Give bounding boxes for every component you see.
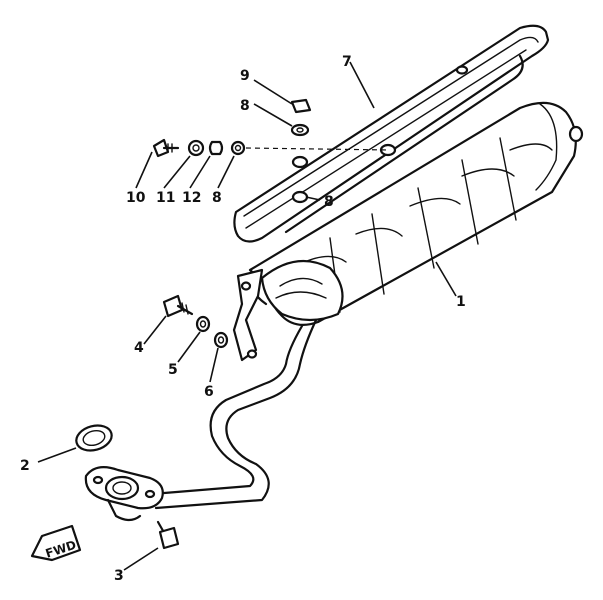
gasket — [75, 424, 113, 452]
exhaust-flange — [84, 465, 164, 522]
callout-12: 12 — [182, 190, 201, 206]
callout-1: 1 — [456, 294, 466, 310]
callout-3: 3 — [114, 568, 124, 584]
callout-8-row: 8 — [212, 190, 222, 206]
forward-arrow-icon: FWD — [30, 524, 82, 562]
washer-8-left — [230, 140, 246, 156]
collar-12 — [208, 140, 224, 156]
washer-11 — [187, 139, 205, 157]
callout-10: 10 — [126, 190, 146, 206]
callout-4: 4 — [134, 340, 144, 356]
mounting-bracket — [232, 268, 264, 362]
bolt-3 — [156, 520, 180, 550]
heat-protector — [233, 24, 550, 243]
washer-8-top — [290, 123, 310, 137]
nut-9 — [290, 98, 312, 114]
callout-7: 7 — [342, 54, 352, 70]
leader-lines — [37, 61, 457, 571]
bolt-4 — [162, 294, 194, 318]
callout-5: 5 — [168, 362, 178, 378]
assembly-line — [245, 147, 391, 151]
callout-11: 11 — [156, 190, 175, 206]
washer-6 — [213, 331, 229, 349]
muffler — [248, 101, 584, 327]
washer-5 — [195, 315, 211, 333]
callout-6: 6 — [204, 384, 214, 400]
callout-2: 2 — [20, 458, 30, 474]
callout-8-right: 8 — [324, 194, 334, 210]
callout-9: 9 — [240, 68, 250, 84]
exhaust-pipe — [150, 318, 318, 510]
callout-8-top: 8 — [240, 98, 250, 114]
bolt-10 — [152, 138, 180, 158]
